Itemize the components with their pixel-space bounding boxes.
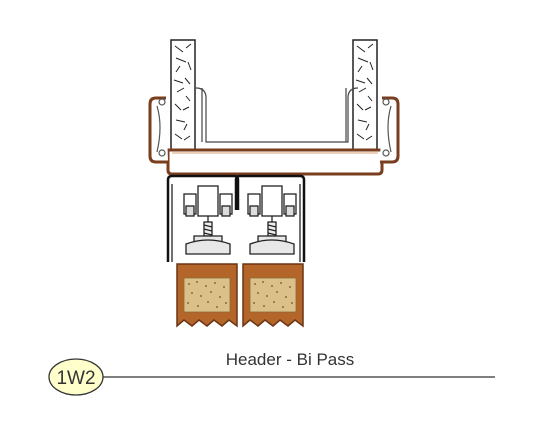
right-roller-hanger bbox=[247, 185, 297, 255]
detail-caption: 1W2 Header - Bi Pass bbox=[48, 350, 495, 396]
detail-badge bbox=[48, 358, 104, 396]
header-channel bbox=[195, 87, 359, 143]
left-door-panel bbox=[176, 263, 238, 328]
left-side-casing bbox=[148, 96, 168, 164]
right-door-panel bbox=[242, 263, 304, 328]
detail-badge-label: 1W2 bbox=[56, 368, 95, 389]
casing-trim bbox=[166, 148, 384, 176]
left-wall-stud bbox=[170, 39, 196, 153]
right-wall-stud bbox=[352, 39, 378, 153]
detail-title: Header - Bi Pass bbox=[226, 350, 355, 369]
bi-pass-track bbox=[166, 174, 306, 262]
right-side-casing bbox=[380, 96, 400, 164]
left-roller-hanger bbox=[183, 185, 233, 255]
